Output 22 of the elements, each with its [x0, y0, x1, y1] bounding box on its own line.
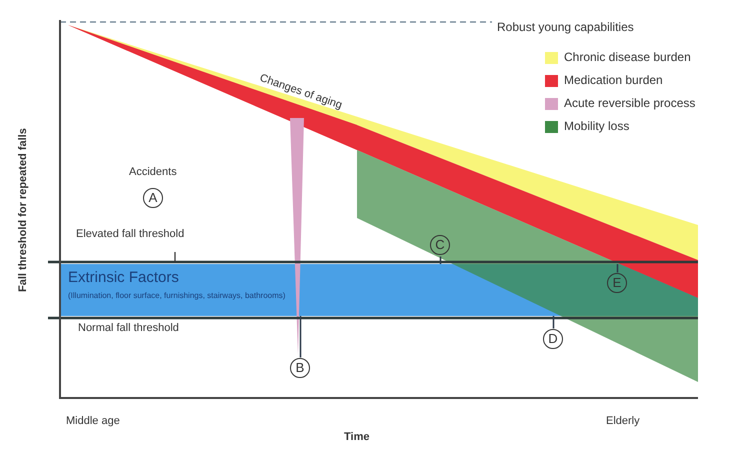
band-note: (Illumination, floor surface, furnishings, stairways, bathrooms) — [68, 292, 286, 301]
threshold-label: Elevated fall threshold — [76, 228, 184, 240]
legend-label: Robust young capabilities — [497, 21, 634, 34]
label: Accidents — [129, 166, 177, 178]
legend-label: Acute reversible process — [564, 97, 696, 110]
band-heading: Extrinsic Factors — [68, 270, 179, 286]
threshold-label: Normal fall threshold — [78, 322, 179, 334]
axis-title: Fall threshold for repeated falls — [16, 127, 30, 294]
legend-label: Medication burden — [564, 74, 663, 88]
leader-line — [616, 264, 618, 272]
legend-label: Mobility loss — [564, 120, 630, 134]
callout-circle: B — [290, 358, 310, 378]
leader-line — [552, 316, 554, 328]
callout-circle: A — [143, 188, 163, 208]
callout-circle: C — [430, 235, 450, 255]
axis-title: Time — [344, 431, 370, 444]
leader-line — [300, 316, 302, 358]
leader-line — [440, 256, 442, 264]
callout-circle: D — [543, 329, 563, 349]
axis-label: Middle age — [66, 415, 120, 428]
axis-label: Elderly — [606, 415, 640, 428]
legend-label: Chronic disease burden — [564, 51, 691, 64]
